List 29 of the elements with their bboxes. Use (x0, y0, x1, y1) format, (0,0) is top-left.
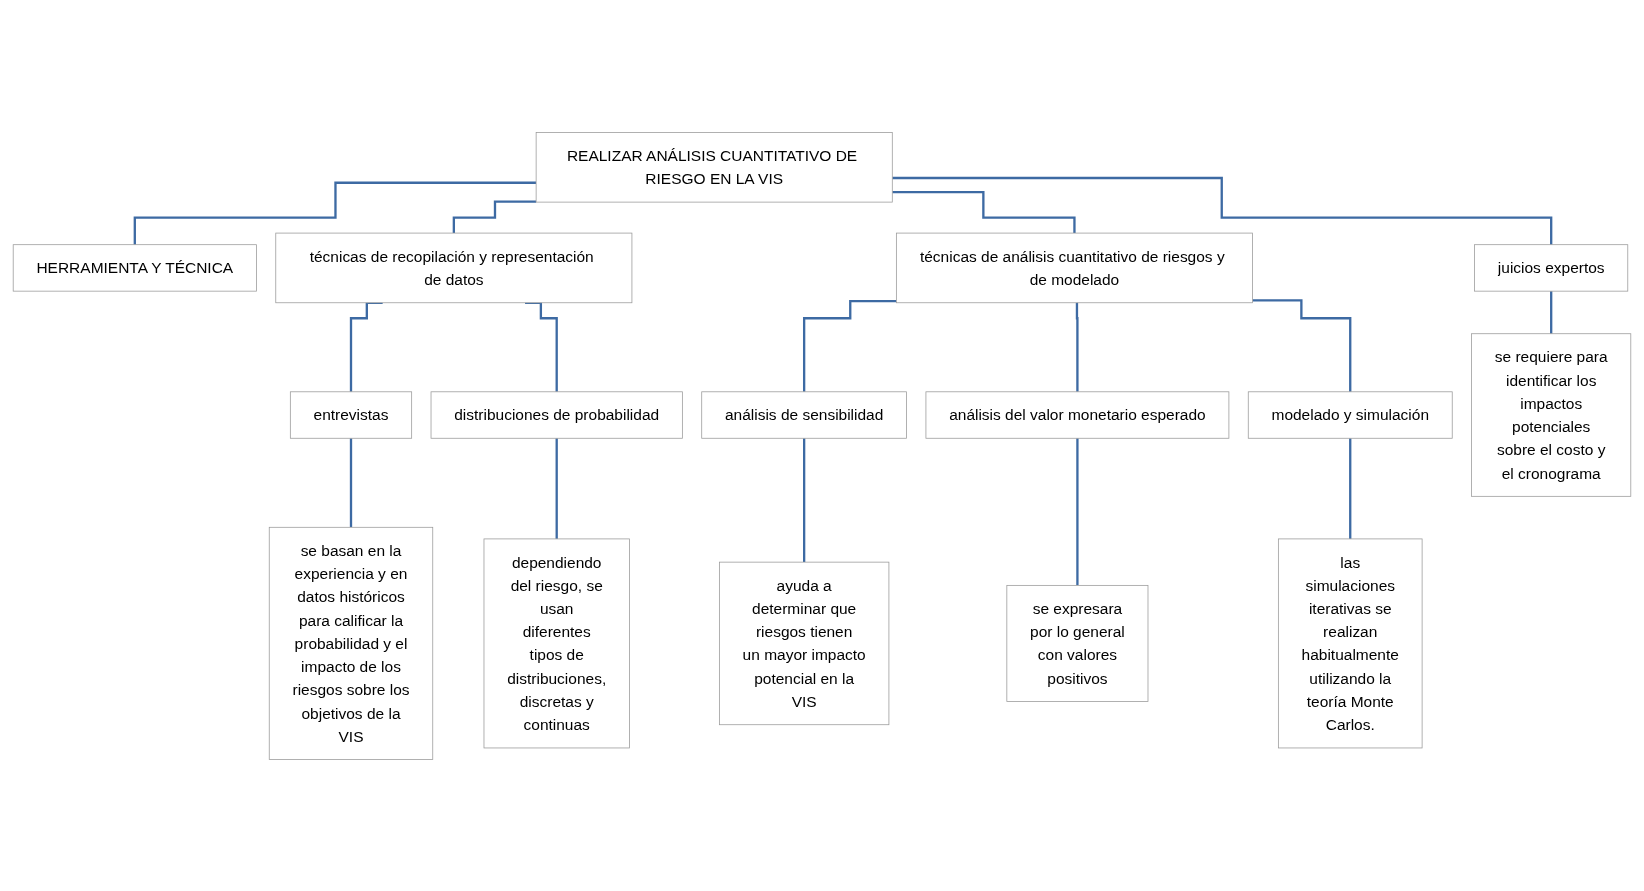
connector (1076, 436, 1079, 586)
node-box: técnicas de análisis cuantitativo de riesgos y de modelado (896, 232, 1253, 303)
connector (892, 190, 1076, 234)
node-box: HERRAMIENTA Y TÉCNICA (12, 243, 257, 292)
connector (892, 176, 1553, 246)
connector (1252, 298, 1352, 393)
node-box: se basan en la experiencia y en datos históricos para calificar la probabilidad y el impacto de los riesgos sobre los objetivos de la VIS (268, 526, 434, 760)
node-box: técnicas de recopilación y representación de datos (275, 232, 633, 303)
node-box: análisis de sensibilidad (701, 390, 907, 439)
connector (1550, 289, 1553, 335)
node-box: dependiendo del riesgo, se usan diferentes tipos de distribuciones, discretas y continuas (483, 538, 630, 748)
node-box: se requiere para identificar los impactos potenciales sobre el costo y el cronograma (1471, 332, 1632, 497)
node-box: análisis del valor monetario esperado (925, 390, 1230, 439)
connector (1349, 436, 1352, 540)
connector (133, 181, 537, 246)
node-box: se expresara por lo general con valores positivos (1006, 584, 1149, 702)
connector (349, 436, 353, 528)
node-box: las simulaciones iterativas se realizan habitualmente utilizando la teoría Monte Carlos. (1278, 538, 1423, 748)
node-box: ayuda a determinar que riesgos tienen un mayor impacto potencial en la VIS (719, 561, 890, 725)
node-box: juicios expertos (1474, 243, 1629, 292)
node-box: REALIZAR ANÁLISIS CUANTITATIVO DE RIESGO EN LA VIS (535, 131, 893, 202)
node-box: distribuciones de probabilidad (430, 390, 683, 439)
node-box: entrevistas (289, 390, 413, 439)
connector (555, 436, 558, 540)
connector (1075, 301, 1079, 393)
connector (803, 436, 806, 563)
connector (452, 200, 537, 234)
node-box: modelado y simulación (1247, 390, 1453, 439)
connector (803, 299, 897, 393)
